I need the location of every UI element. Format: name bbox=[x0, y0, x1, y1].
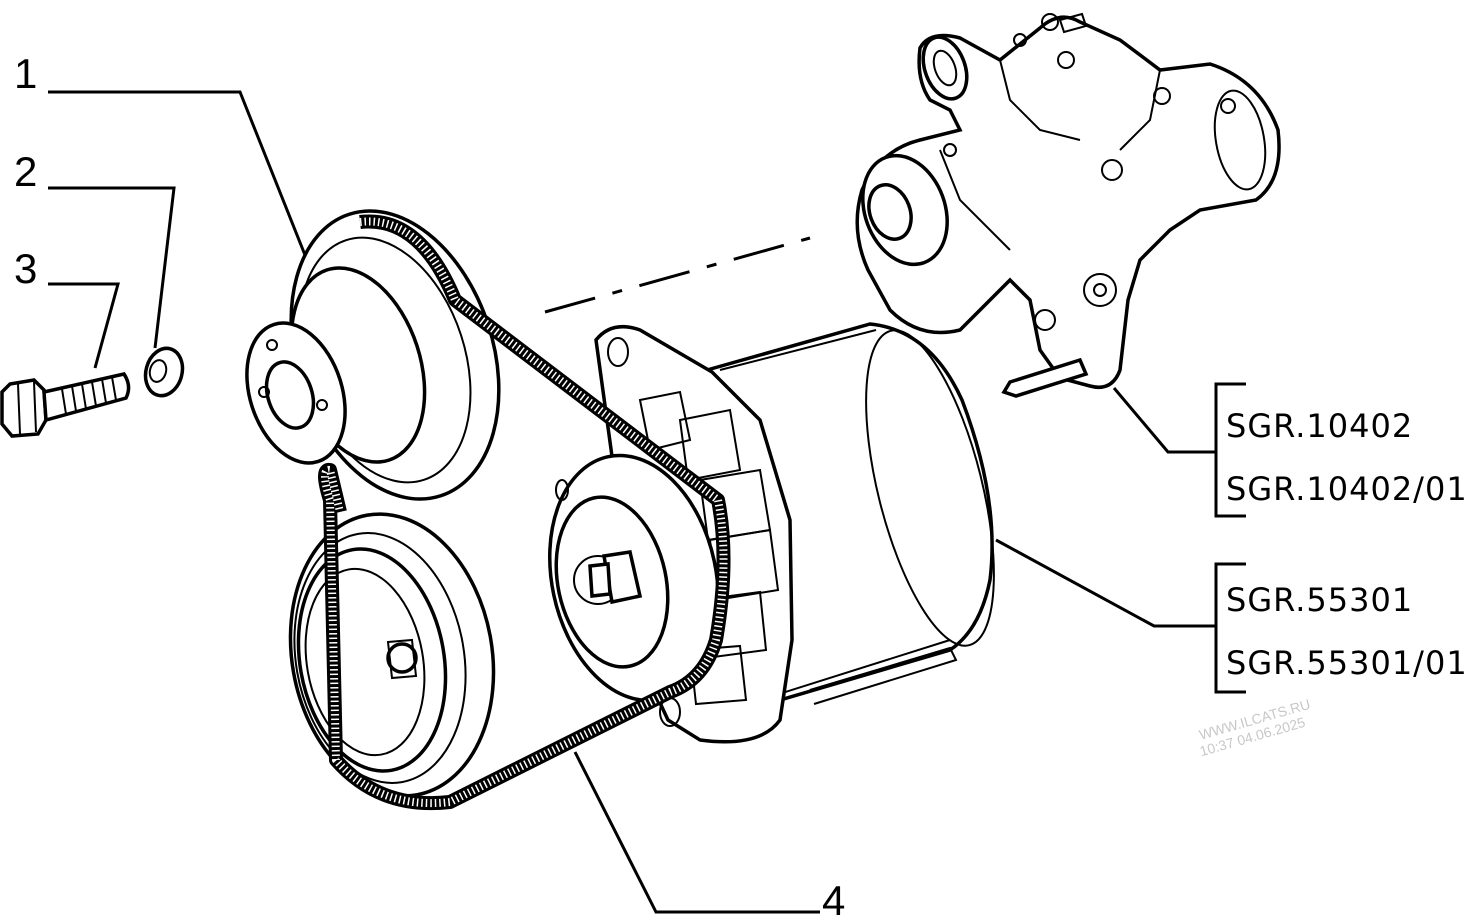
leader-line-2 bbox=[48, 186, 176, 349]
ref-code-sgr-10402-01: SGR.10402/01 bbox=[1226, 470, 1468, 508]
reference-group-water-pump: SGR.10402 SGR.10402/01 bbox=[1112, 382, 1468, 518]
bracket-alternator bbox=[1214, 562, 1246, 694]
callout-number-3: 3 bbox=[14, 245, 37, 292]
water-pump-pulley bbox=[245, 209, 501, 501]
leader-line-1 bbox=[48, 90, 307, 256]
v-belt bbox=[318, 214, 731, 811]
bolt bbox=[0, 372, 131, 438]
callout-1: 1 bbox=[14, 50, 307, 256]
callout-number-1: 1 bbox=[14, 50, 37, 97]
leader-line-3 bbox=[48, 282, 120, 369]
bracket-water-pump bbox=[1214, 382, 1246, 518]
leader-line-4 bbox=[573, 751, 820, 914]
ref-code-sgr-55301-01: SGR.55301/01 bbox=[1226, 644, 1468, 682]
watermark: WWW.ILCATS.RU 10:37 04.06.2025 bbox=[1197, 696, 1312, 760]
crankshaft-pulley bbox=[288, 512, 496, 798]
ref-code-sgr-55301: SGR.55301 bbox=[1226, 581, 1413, 619]
reference-group-alternator: SGR.55301 SGR.55301/01 bbox=[995, 538, 1468, 694]
leader-line-water-pump bbox=[1112, 387, 1216, 454]
washer bbox=[143, 346, 185, 398]
callout-number-2: 2 bbox=[14, 148, 37, 195]
leader-line-alternator bbox=[995, 538, 1216, 628]
alignment-centerline bbox=[544, 236, 811, 314]
alternator bbox=[548, 322, 995, 744]
callout-number-4: 4 bbox=[822, 877, 845, 917]
ref-code-sgr-10402: SGR.10402 bbox=[1226, 407, 1413, 445]
callout-4: 4 bbox=[573, 751, 845, 917]
callout-3: 3 bbox=[14, 245, 120, 369]
water-pump bbox=[855, 12, 1281, 398]
callout-2: 2 bbox=[14, 148, 176, 349]
